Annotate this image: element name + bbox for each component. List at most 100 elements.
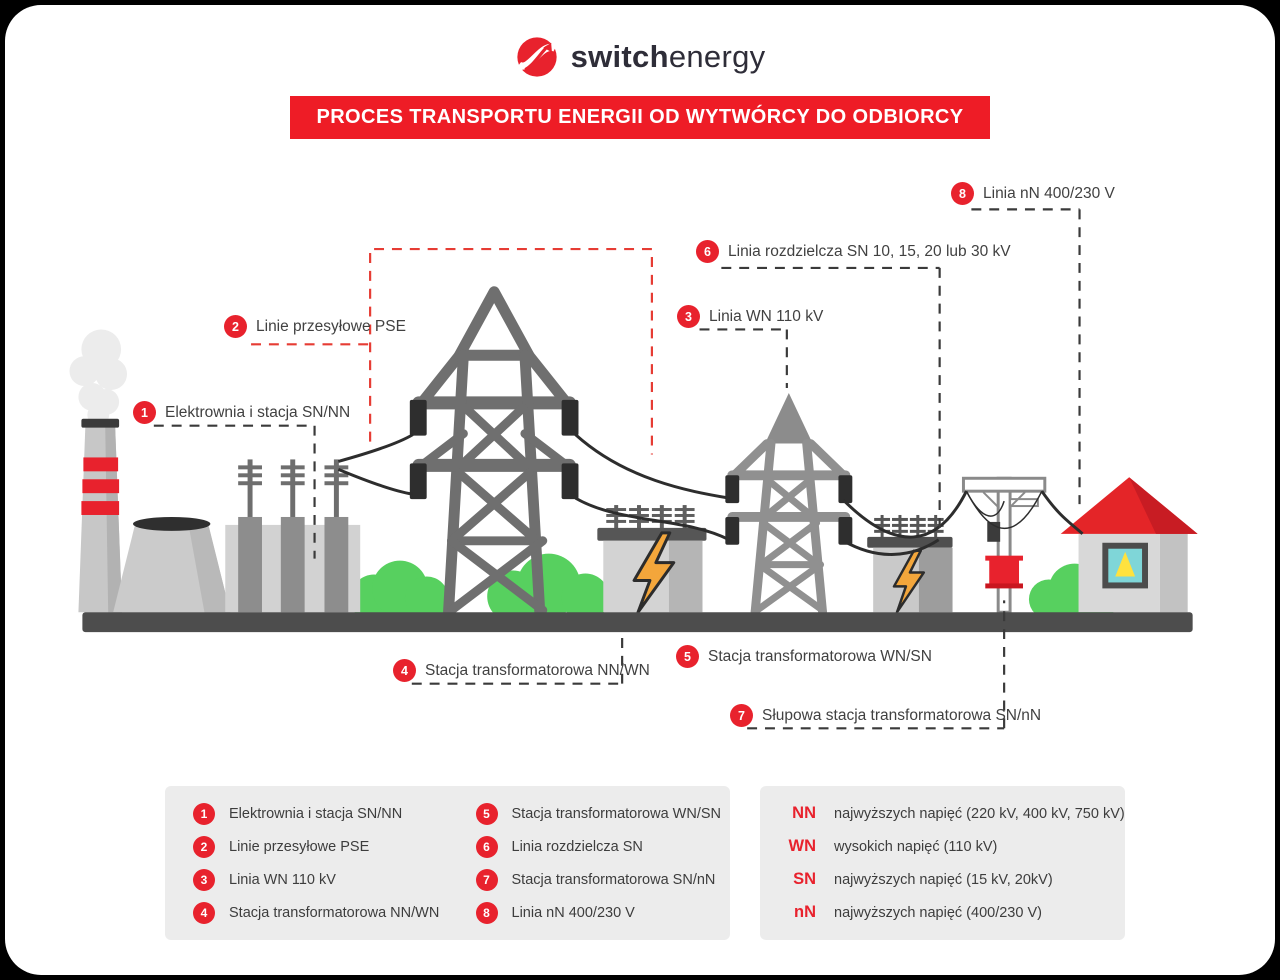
legend-number-badge: 1	[193, 802, 215, 825]
abbreviation-label: WN	[788, 837, 817, 855]
callout-label: Słupowa stacja transformatorowa SN/nN	[762, 706, 1042, 724]
callout-transmission-lines: 2 Linie przesyłowe PSE	[224, 315, 406, 338]
legend-item-label: Linie przesyłowe PSE	[229, 838, 370, 855]
legend-number-badge: 8	[475, 901, 498, 924]
lightning-bolt-icon	[892, 549, 926, 614]
callout-number-badge: 3	[677, 305, 700, 328]
abbreviation-item: SN najwyższych napięć (15 kV, 20kV)	[760, 870, 1125, 889]
ground	[82, 612, 1193, 633]
abbreviation-desc: najwyższych napięć (400/230 V)	[834, 904, 1042, 921]
callout-nn-line: 8 Linia nN 400/230 V	[951, 182, 1115, 205]
legend-item-label: Stacja transformatorowa SN/nN	[511, 871, 716, 888]
callout-label: Stacja transformatorowa NN/WN	[425, 661, 650, 679]
station-large-body-shade	[668, 540, 703, 613]
energy-transport-illustration	[69, 208, 1198, 730]
legend-item-label: Stacja transformatorowa NN/WN	[229, 904, 440, 921]
cooling-tower-rim	[132, 516, 211, 531]
legend-item: 2 Linie przesyłowe PSE	[193, 835, 448, 858]
callout-number-badge: 7	[730, 704, 753, 727]
station-small-body-shade	[918, 547, 953, 613]
legend-item: 1 Elektrownia i stacja SN/NN	[193, 802, 448, 825]
abbreviation-column: NN najwyższych napięć (220 kV, 400 kV, 7…	[760, 786, 1125, 940]
power-lines	[337, 433, 1084, 556]
legend-number-badge: 2	[193, 835, 215, 858]
callout-number-badge: 8	[951, 182, 974, 205]
callout-label: Linia nN 400/230 V	[983, 184, 1115, 202]
callout-label: Linia rozdzielcza SN 10, 15, 20 lub 30 k…	[728, 242, 1011, 260]
cooling-tower-shade	[188, 524, 231, 613]
legend-column-1: 1 Elektrownia i stacja SN/NN 2 Linie prz…	[165, 786, 448, 940]
callout-wn-line: 3 Linia WN 110 kV	[677, 305, 823, 328]
title-banner: PROCES TRANSPORTU ENERGII OD WYTWÓRCY DO…	[290, 96, 990, 139]
brand-name-light: energy	[668, 39, 766, 74]
abbreviation-item: nN najwyższych napięć (400/230 V)	[760, 903, 1125, 922]
pole-red-transformer	[989, 557, 1020, 586]
callout-connectors	[153, 208, 1081, 730]
plant-station-columns	[238, 459, 349, 613]
power-plant	[69, 329, 361, 613]
abbreviation-label: SN	[793, 870, 816, 888]
legend-item: 5 Stacja transformatorowa WN/SN	[475, 802, 731, 825]
legend-item: 7 Stacja transformatorowa SN/nN	[475, 868, 731, 891]
station-large-insulators	[606, 505, 695, 531]
pole-subbar	[1009, 498, 1039, 508]
legend-number-badge: 7	[475, 868, 498, 891]
chimney-cap	[81, 418, 120, 428]
s-swirl-arrow-icon	[516, 37, 557, 77]
legend-number-badge: 6	[475, 835, 498, 858]
station-small-insulators	[874, 514, 944, 539]
abbreviation-desc: najwyższych napięć (220 kV, 400 kV, 750 …	[834, 805, 1125, 822]
callout-number-badge: 2	[224, 315, 247, 338]
callout-number-badge: 1	[133, 401, 156, 424]
callout-station-wn-sn: 5 Stacja transformatorowa WN/SN	[676, 645, 932, 668]
pylon-large	[409, 286, 579, 618]
abbreviation-desc: wysokich napięć (110 kV)	[834, 838, 998, 855]
callout-number-badge: 4	[393, 659, 416, 682]
legend-numbered-items: 1 Elektrownia i stacja SN/NN 2 Linie prz…	[165, 786, 730, 940]
pylon-medium	[725, 392, 853, 617]
callout-pole-station: 7 Słupowa stacja transformatorowa SN/nN	[730, 704, 1041, 727]
legend-item-label: Linia nN 400/230 V	[511, 904, 635, 921]
callout-label: Linia WN 110 kV	[709, 307, 824, 325]
house	[1060, 477, 1198, 613]
legend-column-2: 5 Stacja transformatorowa WN/SN 6 Linia …	[448, 786, 731, 940]
abbreviation-label: NN	[792, 804, 816, 822]
abbreviation-label: nN	[794, 903, 816, 921]
legend-item-label: Elektrownia i stacja SN/NN	[229, 805, 403, 822]
legend-abbreviations: NN najwyższych napięć (220 kV, 400 kV, 7…	[760, 786, 1125, 940]
abbreviation-desc: najwyższych napięć (15 kV, 20kV)	[834, 871, 1053, 888]
pylon-large-insulators	[409, 399, 579, 500]
legend-item: 8 Linia nN 400/230 V	[475, 901, 731, 924]
callout-station-nn-wn: 4 Stacja transformatorowa NN/WN	[393, 659, 650, 682]
lightning-bolt-icon	[632, 531, 676, 614]
pole-crossbar	[961, 476, 1047, 493]
brand-name-bold: switch	[570, 39, 669, 74]
callout-distribution-line: 6 Linia rozdzielcza SN 10, 15, 20 lub 30…	[696, 240, 1011, 263]
callout-number-badge: 5	[676, 645, 699, 668]
smoke	[69, 329, 128, 426]
legend-item: 3 Linia WN 110 kV	[193, 868, 448, 891]
callout-number-badge: 6	[696, 240, 719, 263]
abbreviation-item: NN najwyższych napięć (220 kV, 400 kV, 7…	[760, 804, 1125, 823]
abbreviation-item: WN wysokich napięć (110 kV)	[760, 837, 1125, 856]
house-side	[1159, 532, 1188, 613]
pylon-medium-insulators	[725, 475, 853, 545]
legend-item-label: Linia rozdzielcza SN	[511, 838, 643, 855]
legend-number-badge: 5	[475, 802, 498, 825]
house-roof-shade	[1129, 477, 1198, 534]
lamp-light	[1115, 551, 1136, 577]
legend-item-label: Linia WN 110 kV	[229, 871, 336, 888]
chimney-shade	[105, 425, 123, 613]
legend-item: 4 Stacja transformatorowa NN/WN	[193, 901, 448, 924]
chimney-stripes	[81, 457, 120, 515]
callout-label: Linie przesyłowe PSE	[256, 317, 406, 335]
legend-number-badge: 3	[193, 868, 215, 891]
callout-label: Elektrownia i stacja SN/NN	[165, 403, 351, 421]
station-large-roof	[597, 527, 707, 541]
callout-power-plant: 1 Elektrownia i stacja SN/NN	[133, 401, 350, 424]
callout-label: Stacja transformatorowa WN/SN	[708, 647, 932, 665]
